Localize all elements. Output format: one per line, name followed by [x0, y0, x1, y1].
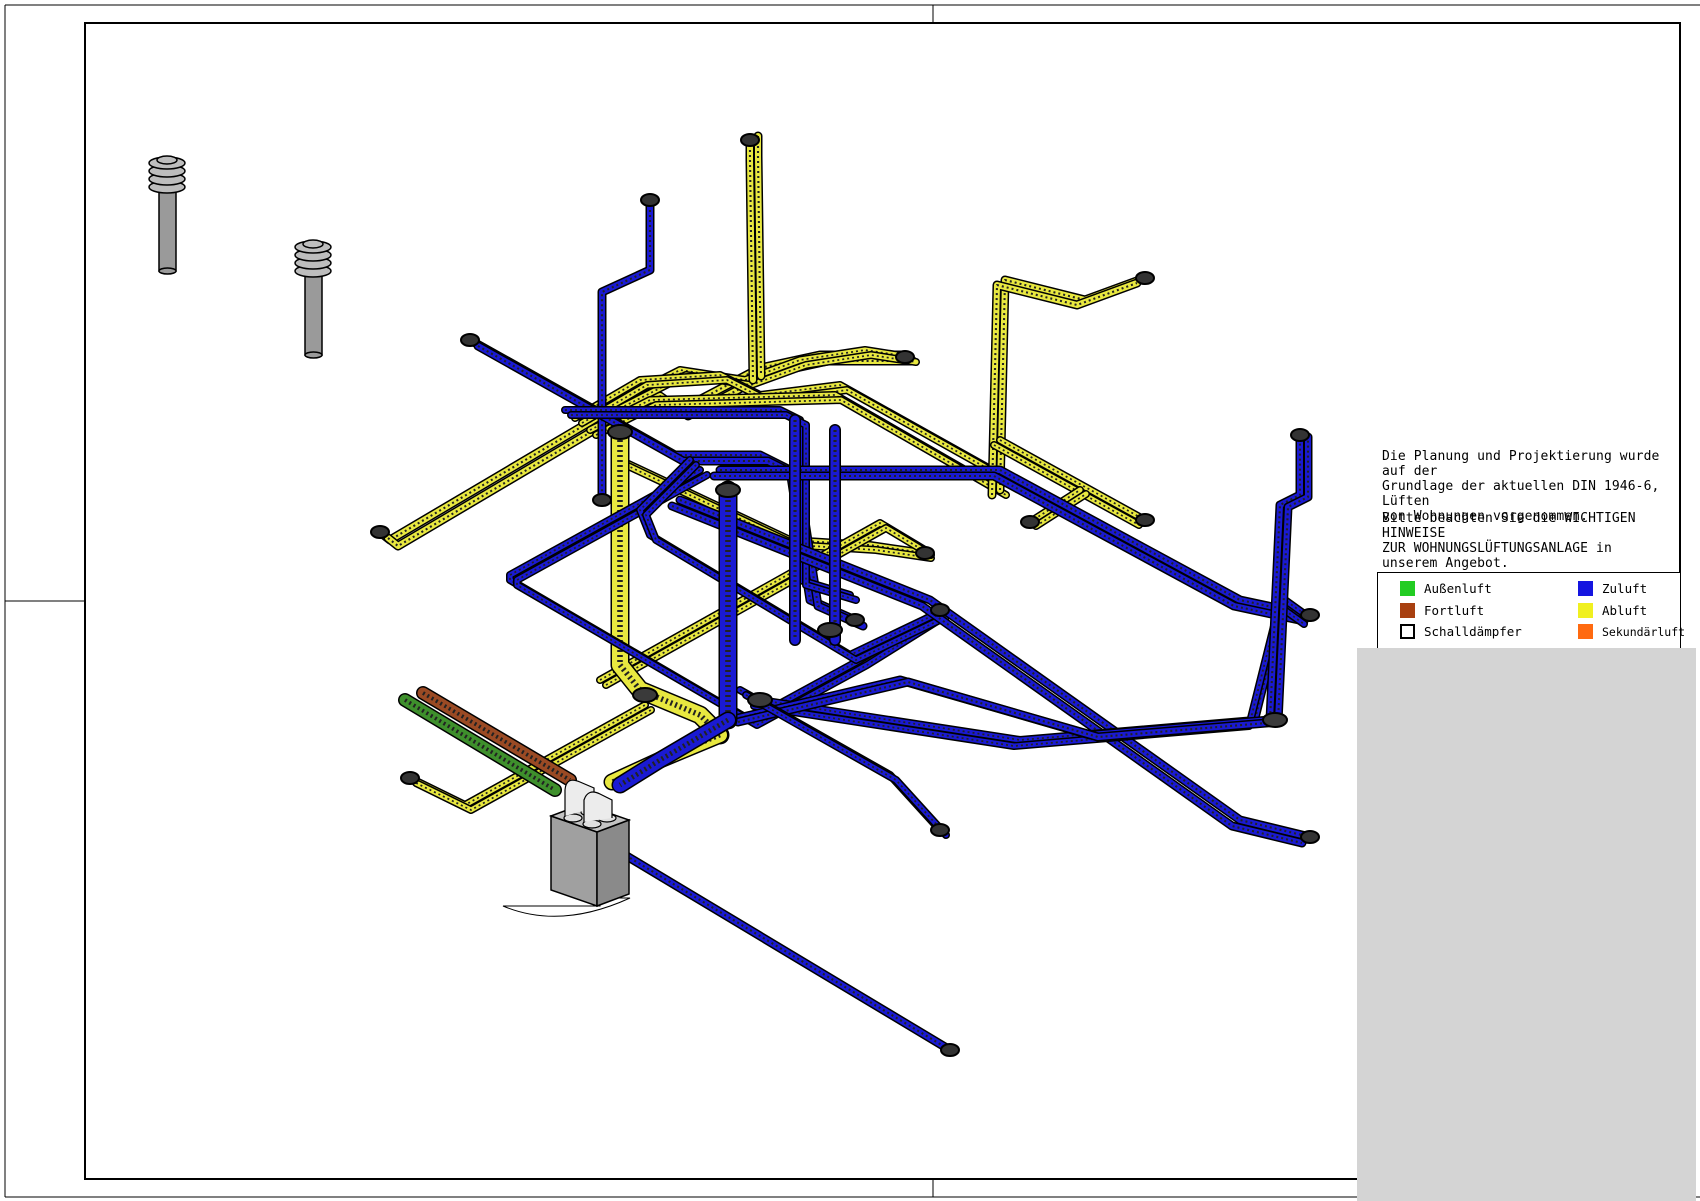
legend-swatch	[1578, 624, 1593, 639]
legend-item-schalldaempfer: Schalldämpfer	[1400, 624, 1522, 639]
legend-swatch	[1578, 581, 1593, 596]
zuluft-riser-1	[597, 195, 655, 505]
zuluft-duct-9-b	[742, 691, 950, 839]
duct-network	[370, 131, 1320, 1057]
abluft-duct-5-b	[990, 441, 1143, 529]
roof-vent-2	[294, 239, 332, 359]
abluft-duct-9-b	[412, 706, 655, 814]
zuluft-duct-2-b	[567, 411, 860, 604]
terminal-cap-1	[460, 333, 480, 347]
legend-swatch	[1578, 603, 1593, 618]
terminal-cap-4	[740, 133, 760, 147]
abluft-duct-5-a	[996, 436, 1149, 524]
terminal-cap-5	[895, 350, 915, 364]
zuluft-to-unit	[611, 711, 737, 794]
abluft-riser-1-a	[745, 135, 758, 385]
terminal-cap-11	[845, 613, 865, 627]
terminal-cap-9	[915, 546, 935, 560]
legend-swatch	[1400, 581, 1415, 596]
terminal-cap-2	[370, 525, 390, 539]
terminal-cap-17	[400, 771, 420, 785]
drawing-frame	[4, 4, 1700, 1198]
fortluft-duct	[416, 686, 577, 787]
legend-label: Außenluft	[1424, 581, 1492, 596]
junction-3	[632, 687, 658, 703]
terminal-cap-6	[1135, 271, 1155, 285]
legend-item-aussenluft: Außenluft	[1400, 581, 1492, 596]
aussenluft-duct	[398, 693, 562, 797]
terminal-cap-18	[592, 493, 612, 507]
legend-label: Sekundärluft	[1602, 624, 1686, 639]
zuluft-duct-5-b	[709, 471, 1309, 626]
terminal-cap-3	[640, 193, 660, 207]
abluft-duct-3-b	[578, 376, 1021, 489]
legend-label: Schalldämpfer	[1424, 624, 1522, 639]
legend-label: Zuluft	[1602, 581, 1648, 596]
terminal-cap-15	[930, 823, 950, 837]
terminal-cap-10	[930, 603, 950, 617]
abluft-riser-1-b	[753, 131, 766, 381]
legend-item-sekundaerluft: Sekundärluft	[1578, 624, 1685, 639]
legend-item-zuluft: Zuluft	[1578, 581, 1647, 596]
abluft-duct-8-b	[602, 524, 935, 689]
zuluft-duct-3-b	[513, 471, 951, 729]
abluft-riser-2-b	[987, 278, 1142, 500]
zuluft-duct-6-a	[675, 495, 1315, 842]
legend-item-fortluft: Fortluft	[1400, 603, 1484, 618]
roof-vent-1	[148, 155, 186, 275]
legend-swatch	[1400, 603, 1415, 618]
junction-1	[607, 424, 633, 440]
junction-4	[747, 692, 773, 708]
legend-label: Fortluft	[1424, 603, 1485, 618]
terminal-cap-7	[1135, 513, 1155, 527]
junction-2	[715, 482, 741, 498]
planning-note: Die Planung und Projektierung wurde auf …	[1382, 449, 1660, 524]
zuluft-duct-4-b	[642, 461, 950, 664]
zuluft-long-branch	[595, 835, 955, 1055]
abluft-duct-4-b	[592, 396, 1010, 499]
terminal-cap-14	[1290, 428, 1310, 442]
terminal-cap-8	[1020, 515, 1040, 529]
legend-item-abluft: Abluft	[1578, 603, 1647, 618]
terminal-cap-12	[1300, 608, 1320, 622]
ventilation-unit	[502, 779, 632, 917]
junction-5	[817, 622, 843, 638]
junction-6	[1262, 712, 1288, 728]
title-block-area	[1357, 648, 1696, 1201]
legend-label: Abluft	[1602, 603, 1648, 618]
terminal-cap-13	[1300, 830, 1320, 844]
legend: Außenluft Zuluft Fortluft Abluft Schalld…	[1377, 572, 1685, 651]
terminal-cap-16	[940, 1043, 960, 1057]
hints-note: Bitte beachten Sie die WICHTIGEN HINWEIS…	[1382, 511, 1636, 571]
legend-swatch	[1400, 624, 1415, 639]
